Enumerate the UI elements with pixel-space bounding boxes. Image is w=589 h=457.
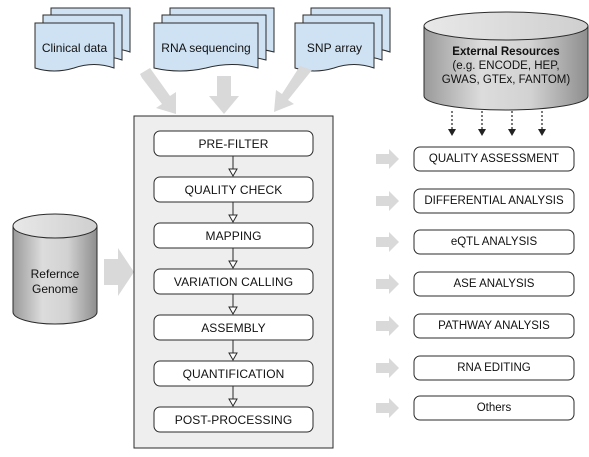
analysis-others: Others — [476, 402, 512, 414]
input-arrows — [140, 66, 312, 114]
external-resource-arrows — [451, 111, 543, 129]
external-resources-line2: GWAS, GTEx, FANTOM) — [441, 74, 571, 86]
snp-array-doc-stack — [294, 7, 391, 72]
clinical-data-doc-stack — [34, 7, 131, 72]
rna-sequencing-doc-stack — [153, 7, 275, 72]
external-resources-label: External Resources (e.g. ENCODE, HEP, GW… — [424, 43, 588, 89]
rna-sequencing-label: RNA sequencing — [161, 41, 251, 55]
analysis-differential: DIFFERENTIAL ANALYSIS — [424, 195, 564, 207]
step-quality-check: QUALITY CHECK — [184, 182, 283, 197]
reference-genome-label: Refernce Genome — [13, 264, 97, 300]
external-resource-arrowheads — [448, 129, 546, 136]
reference-genome-line2: Genome — [31, 282, 79, 296]
step-assembly: ASSEMBLY — [201, 320, 266, 335]
external-resources-line1: (e.g. ENCODE, HEP, — [452, 60, 560, 72]
step-variation-calling: VARIATION CALLING — [173, 274, 294, 289]
analysis-ase: ASE ANALYSIS — [453, 278, 535, 290]
pipeline-step-boxes — [153, 130, 314, 433]
reference-genome-line1: Refernce — [30, 267, 80, 281]
analysis-boxes — [413, 146, 575, 421]
reference-genome-cylinder — [12, 213, 98, 325]
analysis-eqtl: eQTL ANALYSIS — [450, 236, 538, 248]
analysis-pathway: PATHWAY ANALYSIS — [438, 320, 550, 332]
snp-array-label: SNP array — [306, 41, 363, 55]
step-post-processing: POST-PROCESSING — [174, 412, 293, 427]
pipeline-connector-heads — [228, 168, 238, 408]
clinical-data-label: Clinical data — [41, 41, 108, 55]
reference-arrow — [104, 248, 134, 296]
external-resources-title: External Resources — [452, 46, 560, 58]
step-mapping: MAPPING — [205, 228, 262, 243]
step-pre-filter: PRE-FILTER — [198, 136, 269, 151]
analysis-rna-editing: RNA EDITING — [457, 362, 531, 374]
external-resources-cylinder — [423, 11, 589, 111]
step-quantification: QUANTIFICATION — [182, 366, 285, 381]
analysis-arrows — [376, 149, 399, 418]
analysis-quality-assessment: QUALITY ASSESSMENT — [428, 153, 560, 165]
